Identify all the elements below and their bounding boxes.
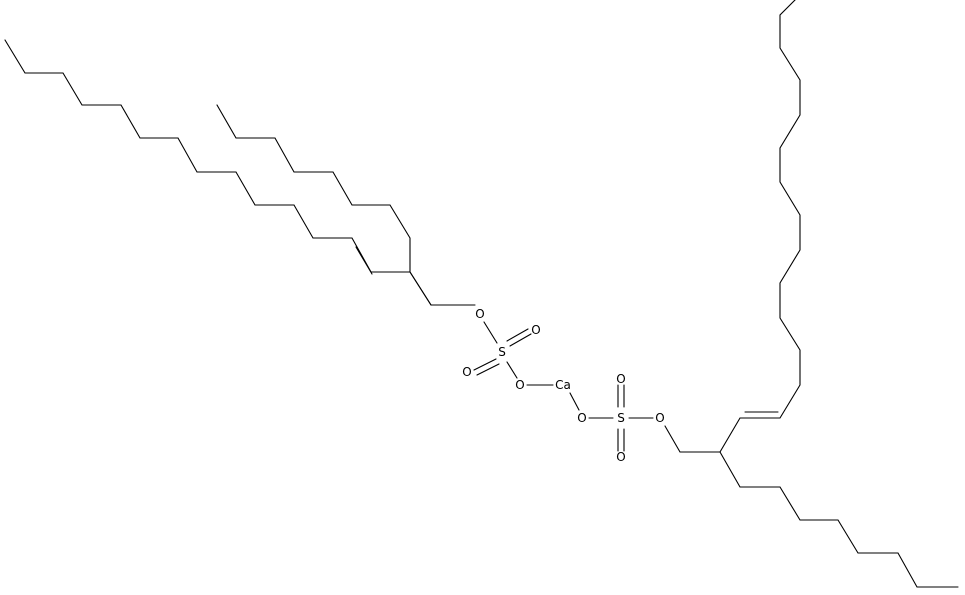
upper-double-bond-inner <box>355 246 373 275</box>
atom-layer: O S O O O Ca O S O O O <box>462 307 664 464</box>
upper-s-o-double-2a <box>473 358 497 371</box>
atom-o-upper-ester: O <box>475 307 484 321</box>
atom-ca: Ca <box>555 378 571 392</box>
atom-o-upper-double-2: O <box>462 365 471 379</box>
atom-o-lower-ester: O <box>655 411 664 425</box>
lower-ca-o-bond <box>569 392 580 411</box>
upper-s-o-double-2b <box>476 363 500 376</box>
lower-ester-linker <box>664 425 721 453</box>
upper-s-o-bond <box>506 361 518 379</box>
atom-s-upper: S <box>498 345 506 359</box>
atom-o-lower-double-1: O <box>616 372 625 386</box>
atom-o-upper-ca: O <box>515 378 524 392</box>
atom-s-lower: S <box>617 411 625 425</box>
atom-o-lower-double-2: O <box>616 450 625 464</box>
upper-s-o-double-1b <box>509 333 532 347</box>
upper-o-s-bond <box>483 321 498 344</box>
bond-layer <box>4 0 959 588</box>
lower-alkenyl-chain <box>719 0 801 453</box>
lower-octyl-chain <box>719 451 959 588</box>
upper-octyl-chain <box>216 104 432 306</box>
upper-alkenyl-chain <box>4 39 476 306</box>
atom-o-lower-ca: O <box>577 411 586 425</box>
upper-s-o-double-1a <box>506 328 529 342</box>
atom-o-upper-double-1: O <box>531 323 540 337</box>
